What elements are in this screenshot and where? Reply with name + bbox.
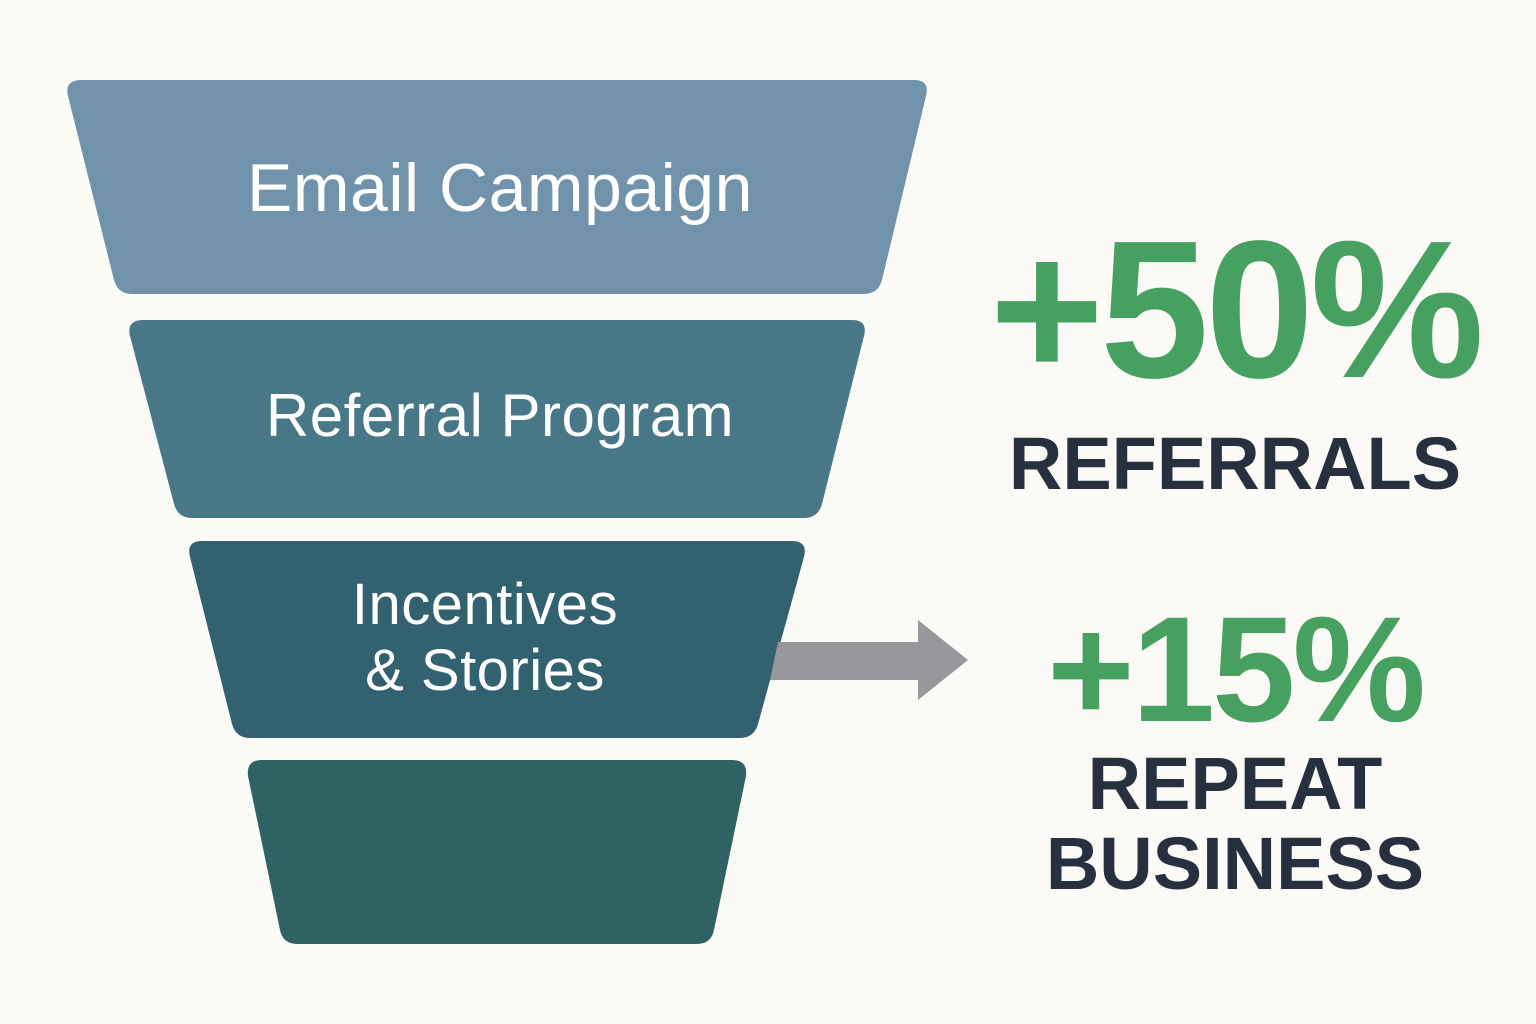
stat-caption: REFERRALS xyxy=(1008,422,1462,505)
funnel-stage-bottom xyxy=(247,760,747,944)
funnel-stage-incentives-stories xyxy=(189,541,805,738)
stat-caption-line: REPEAT xyxy=(1087,742,1383,825)
stat-referrals: +50% REFERRALS xyxy=(985,205,1485,509)
funnel-stage-referral-program xyxy=(129,320,865,518)
stat-caption-line: BUSINESS xyxy=(1045,822,1425,905)
stage-label-email-campaign: Email Campaign xyxy=(247,150,753,226)
stat-repeat-business: +15% REPEAT BUSINESS xyxy=(985,594,1485,904)
stat-value: +15% xyxy=(1047,585,1426,753)
stage-label-incentives-stories: Incentives & Stories xyxy=(230,572,740,704)
stage-label-line: & Stories xyxy=(365,638,605,703)
stat-value: +50% xyxy=(989,200,1485,419)
stat-caption: REPEAT BUSINESS xyxy=(985,744,1485,904)
stage-label-referral-program: Referral Program xyxy=(265,382,735,449)
funnel-stage-email-campaign xyxy=(67,80,927,294)
arrow-icon xyxy=(770,620,968,700)
stage-label-line: Incentives xyxy=(351,572,619,637)
